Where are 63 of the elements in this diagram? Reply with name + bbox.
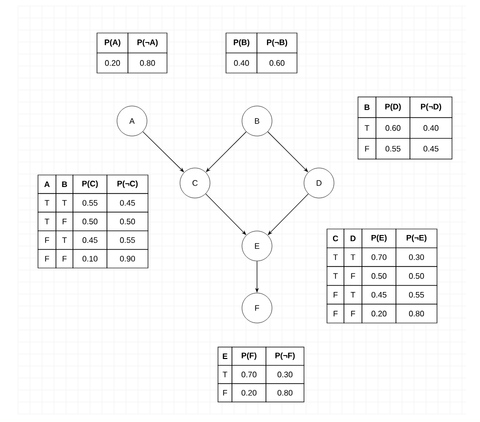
table-cell: F bbox=[38, 230, 56, 250]
table-cell: P(¬D) bbox=[410, 96, 452, 118]
table-cell: 0.50 bbox=[72, 212, 108, 232]
table-cell: P(A) bbox=[96, 32, 128, 54]
table-cell: 0.55 bbox=[72, 193, 108, 212]
table-cell: E bbox=[218, 346, 232, 366]
table-cell: 0.70 bbox=[362, 248, 396, 267]
table-cell: T bbox=[56, 193, 74, 212]
table-cell: 0.55 bbox=[396, 285, 438, 304]
table-cell: T bbox=[344, 285, 362, 304]
table-cell: F bbox=[344, 266, 362, 286]
table-cell: 0.60 bbox=[256, 52, 298, 74]
table-cell: 0.80 bbox=[128, 52, 168, 74]
table-cell: P(¬E) bbox=[396, 228, 438, 248]
table-cell: 0.10 bbox=[72, 249, 108, 268]
table-cell: P(B) bbox=[226, 32, 258, 54]
table-cell: 0.45 bbox=[106, 193, 148, 212]
table-cell: T bbox=[38, 193, 56, 212]
table-cell: T bbox=[326, 266, 344, 286]
table-cell: P(¬C) bbox=[106, 174, 148, 194]
table-cell: B bbox=[56, 174, 74, 194]
table-cell: B bbox=[358, 96, 376, 118]
table-cell: F bbox=[358, 138, 376, 160]
table-cell: 0.90 bbox=[106, 249, 148, 268]
table-cell: T bbox=[56, 230, 74, 250]
table-cell: 0.30 bbox=[396, 248, 438, 267]
table-cell: T bbox=[358, 117, 376, 139]
table-cell: F bbox=[218, 383, 232, 402]
table-cell: P(¬A) bbox=[128, 32, 168, 54]
table-cell: P(D) bbox=[376, 96, 410, 118]
table-cell: P(E) bbox=[362, 228, 396, 248]
table-cell: F bbox=[38, 249, 56, 268]
table-cell: P(¬F) bbox=[266, 346, 304, 366]
table-cell: F bbox=[326, 304, 344, 324]
table-cell: 0.40 bbox=[410, 117, 452, 139]
table-cell: F bbox=[56, 249, 74, 268]
table-cell: 0.20 bbox=[362, 304, 396, 324]
table-cell: D bbox=[344, 228, 362, 248]
table-cell: F bbox=[56, 212, 74, 232]
table-cell: C bbox=[326, 228, 344, 248]
table-cell: A bbox=[38, 174, 56, 194]
table-cell: T bbox=[344, 248, 362, 267]
table-cell: P(C) bbox=[72, 174, 108, 194]
table-cell: 0.45 bbox=[72, 230, 108, 250]
table-cell: F bbox=[326, 285, 344, 304]
table-cell: 0.45 bbox=[362, 285, 396, 304]
table-cell: T bbox=[218, 365, 232, 384]
table-cell: 0.30 bbox=[266, 365, 304, 384]
table-cell: F bbox=[344, 304, 362, 324]
table-cell: 0.45 bbox=[410, 138, 452, 160]
table-cell: 0.50 bbox=[106, 212, 148, 232]
table-cell: 0.40 bbox=[226, 52, 258, 74]
table-cell: T bbox=[326, 248, 344, 267]
table-cell: 0.55 bbox=[376, 138, 410, 160]
table-cell: 0.20 bbox=[96, 52, 128, 74]
table-cell: 0.60 bbox=[376, 117, 410, 139]
table-cell: P(¬B) bbox=[256, 32, 298, 54]
table-cell: 0.50 bbox=[396, 266, 438, 286]
table-cell: 0.80 bbox=[266, 383, 304, 402]
table-cell: 0.50 bbox=[362, 266, 396, 286]
table-cell: 0.55 bbox=[106, 230, 148, 250]
table-cell: 0.80 bbox=[396, 304, 438, 324]
table-cell: T bbox=[38, 212, 56, 232]
